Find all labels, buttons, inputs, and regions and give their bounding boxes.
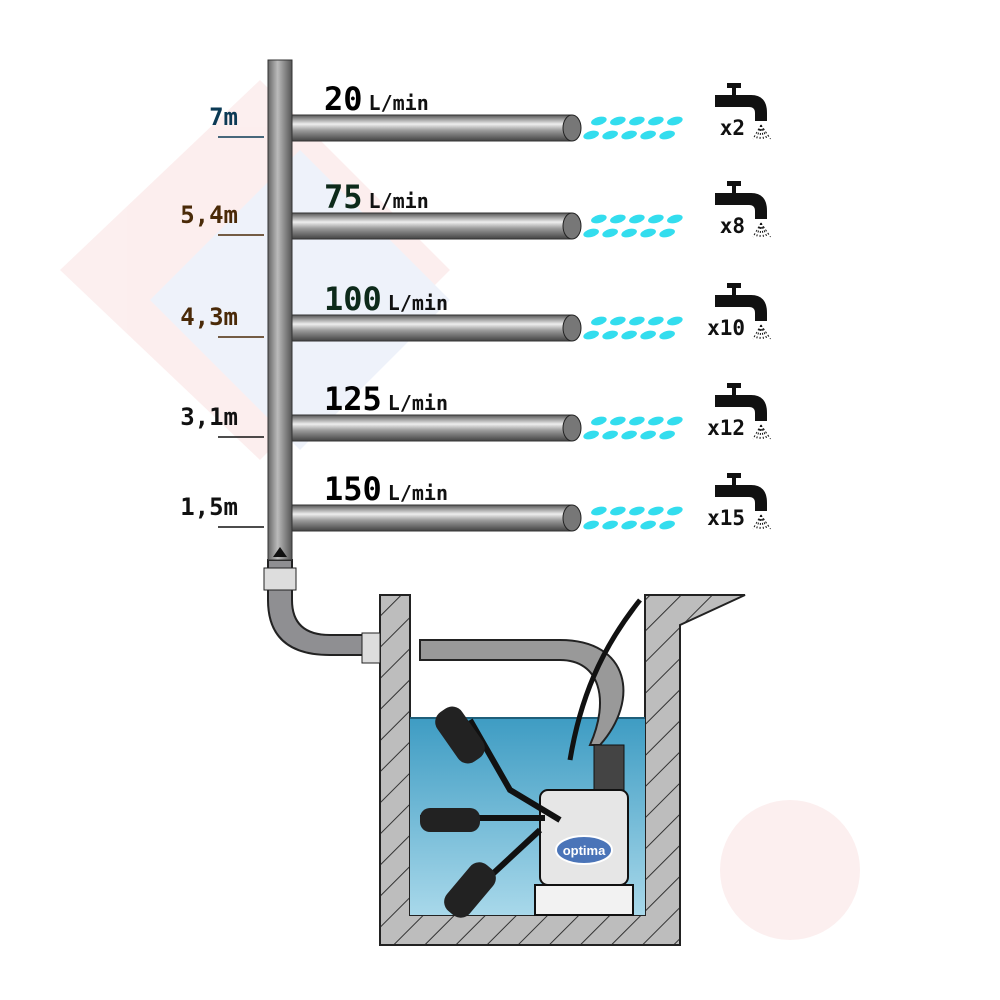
- branch-pipe-5,4m: [291, 212, 582, 240]
- water-spray: [583, 116, 683, 140]
- flow-value: 75: [324, 178, 363, 216]
- tap-count: x12: [707, 416, 745, 440]
- tap-count: x2: [719, 116, 745, 140]
- branch-pipe-3,1m: [291, 414, 582, 442]
- faucet-icon: [715, 473, 771, 530]
- height-label: 7m: [209, 103, 238, 131]
- flow-unit: L/min: [387, 391, 449, 415]
- water-spray: [583, 214, 683, 238]
- tap-count: x8: [719, 214, 745, 238]
- pump-brand-logo: optima: [563, 843, 606, 858]
- flow-unit: L/min: [368, 91, 429, 115]
- water-spray: [583, 506, 683, 530]
- height-label: 4,3m: [180, 303, 238, 331]
- tap-count: x10: [707, 316, 745, 340]
- water-spray: [583, 316, 683, 340]
- riser-pipe: [267, 59, 293, 561]
- tap-count: x15: [707, 506, 745, 530]
- flow-value: 100: [324, 280, 382, 318]
- faucet-icon: [715, 383, 771, 440]
- faucet-icon: [715, 283, 771, 340]
- flow-value: 20: [324, 80, 363, 118]
- branch-pipe-1,5m: [291, 504, 582, 532]
- branch-pipe-7m: [291, 114, 582, 142]
- height-label: 5,4m: [180, 201, 238, 229]
- branch-pipe-4,3m: [291, 314, 582, 342]
- height-label: 3,1m: [180, 403, 238, 431]
- water-spray: [583, 416, 683, 440]
- faucet-icon: [715, 83, 771, 140]
- flow-unit: L/min: [387, 291, 449, 315]
- height-label: 1,5m: [180, 493, 238, 521]
- submersible-pump: optima: [419, 598, 642, 918]
- faucet-icon: [715, 181, 771, 238]
- flow-value: 150: [324, 470, 382, 508]
- flow-unit: L/min: [368, 189, 429, 213]
- flow-unit: L/min: [387, 481, 449, 505]
- flow-value: 125: [324, 380, 382, 418]
